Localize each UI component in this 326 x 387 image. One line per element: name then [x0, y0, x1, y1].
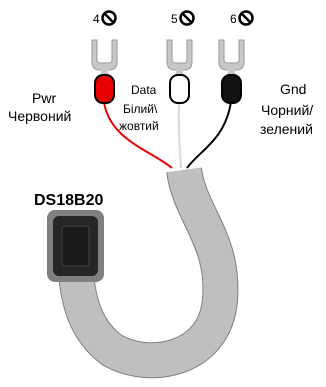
- sensor-label: DS18B20: [34, 192, 103, 209]
- pwr-color-name: Червоний: [8, 108, 71, 124]
- no-entry-icon: [101, 10, 117, 26]
- wire-black: [186, 101, 232, 169]
- terminal-number-5: 5: [171, 12, 178, 26]
- pwr-title: Pwr: [32, 90, 56, 106]
- spade-terminal-5: [166, 39, 193, 104]
- spade-terminal-4: [91, 39, 118, 104]
- spade-terminal-6: [218, 39, 245, 104]
- data-color-name-line1: Білий\: [123, 102, 158, 116]
- data-title: Data: [131, 83, 157, 97]
- data-color-name-line2: жовтий: [119, 119, 159, 133]
- wire-red: [103, 101, 173, 169]
- terminal-number-4: 4: [93, 12, 100, 26]
- no-entry-icon: [179, 10, 195, 26]
- no-entry-icon: [238, 10, 254, 26]
- cable-loop-fill: [59, 167, 238, 378]
- gnd-color-name-line2: зелений: [260, 121, 313, 137]
- gnd-color-name-line1: Чорний/: [261, 102, 313, 118]
- gnd-title: Gnd: [280, 81, 306, 97]
- terminal-number-6: 6: [230, 12, 237, 26]
- wire-white: [177, 101, 182, 169]
- sensor-probe: [47, 210, 104, 282]
